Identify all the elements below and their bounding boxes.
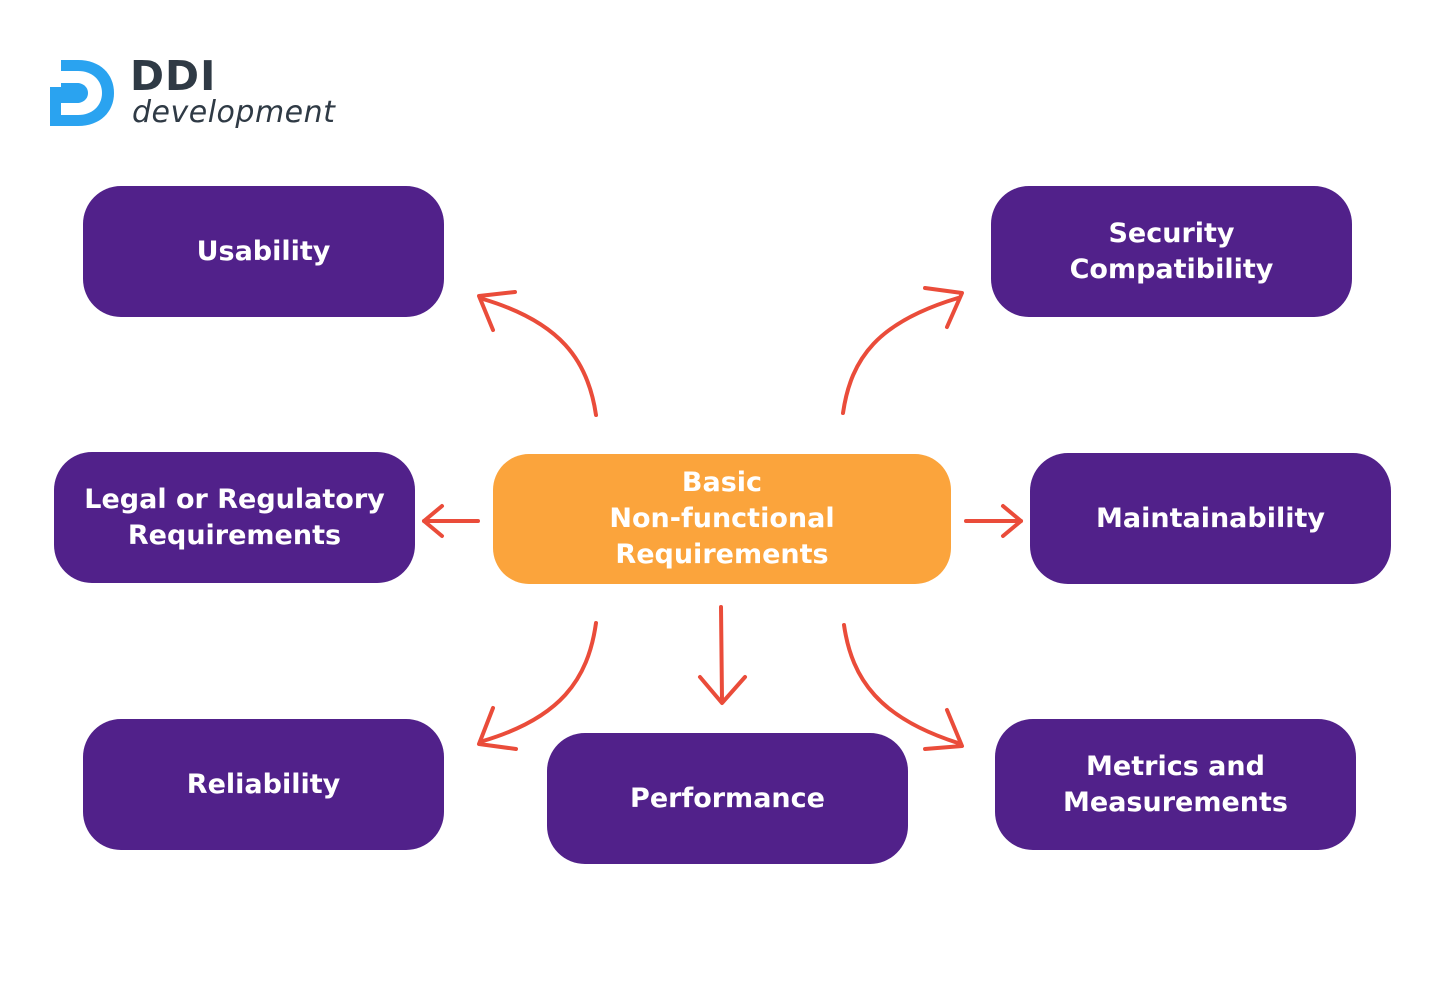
- node-performance: Performance: [547, 733, 908, 864]
- arrow-to-performance: [698, 605, 747, 705]
- logo-subtitle-text: development: [132, 95, 336, 130]
- arrow-to-metrics: [842, 623, 964, 751]
- node-legal-label: Legal or Regulatory Requirements: [84, 483, 385, 551]
- arrow-to-legal: [422, 504, 480, 538]
- node-reliability: Reliability: [83, 719, 444, 850]
- node-metrics-measurements: Metrics and Measurements: [995, 719, 1356, 850]
- company-logo: DDI development: [46, 54, 366, 134]
- arrow-to-security: [841, 286, 964, 415]
- node-usability-label: Usability: [196, 235, 331, 267]
- arrow-to-reliability: [477, 621, 598, 751]
- arrow-to-maintainability: [964, 504, 1023, 538]
- logo-brand-text: DDI: [130, 52, 217, 100]
- node-security-label: Security Compatibility: [1069, 217, 1274, 285]
- center-node-label: Basic Non-functional Requirements: [609, 467, 835, 570]
- node-usability: Usability: [83, 186, 444, 317]
- node-legal-regulatory: Legal or Regulatory Requirements: [54, 452, 415, 583]
- node-reliability-label: Reliability: [186, 768, 341, 800]
- node-maintainability-label: Maintainability: [1096, 502, 1325, 534]
- node-security-compatibility: Security Compatibility: [991, 186, 1352, 317]
- center-node: Basic Non-functional Requirements: [493, 454, 951, 584]
- node-performance-label: Performance: [630, 782, 825, 814]
- node-metrics-label: Metrics and Measurements: [1063, 750, 1288, 818]
- node-maintainability: Maintainability: [1030, 453, 1391, 584]
- arrow-to-usability: [477, 290, 598, 417]
- ddi-logo-icon: [46, 60, 114, 126]
